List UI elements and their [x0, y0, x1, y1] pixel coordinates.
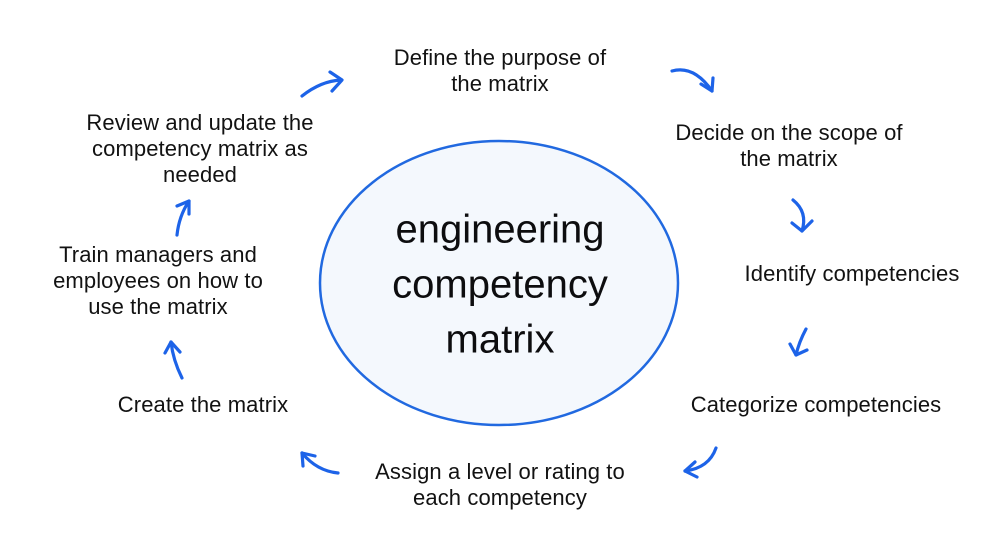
step-train-managers: Train managers and employees on how to u… — [53, 242, 263, 319]
arrow-create-to-train-icon — [163, 340, 184, 380]
cycle-arrows — [163, 68, 814, 479]
step-define-purpose: Define the purpose of the matrix — [393, 45, 607, 96]
step-decide-scope: Decide on the scope of the matrix — [675, 120, 903, 171]
arrow-categorize-to-assign-icon — [683, 446, 718, 479]
arrow-identify-to-categorize-icon — [788, 327, 809, 357]
step-review-update: Review and update the competency matrix … — [86, 110, 314, 187]
step-identify-competencies: Identify competencies — [744, 261, 960, 286]
step-create-matrix: Create the matrix — [117, 392, 289, 417]
center-ellipse — [318, 139, 680, 427]
arrow-review-to-define-icon — [300, 70, 344, 98]
center-label: engineering competency matrix — [392, 207, 608, 362]
center-ellipse-group — [318, 139, 680, 427]
arrow-define-to-decide-icon — [670, 68, 715, 93]
step-categorize-competencies: Categorize competencies — [690, 392, 942, 417]
arrow-train-to-review-icon — [175, 199, 191, 237]
step-assign-level: Assign a level or rating to each compete… — [375, 459, 625, 510]
arrow-assign-to-create-icon — [300, 451, 340, 475]
arrow-decide-to-identify-icon — [790, 198, 814, 233]
